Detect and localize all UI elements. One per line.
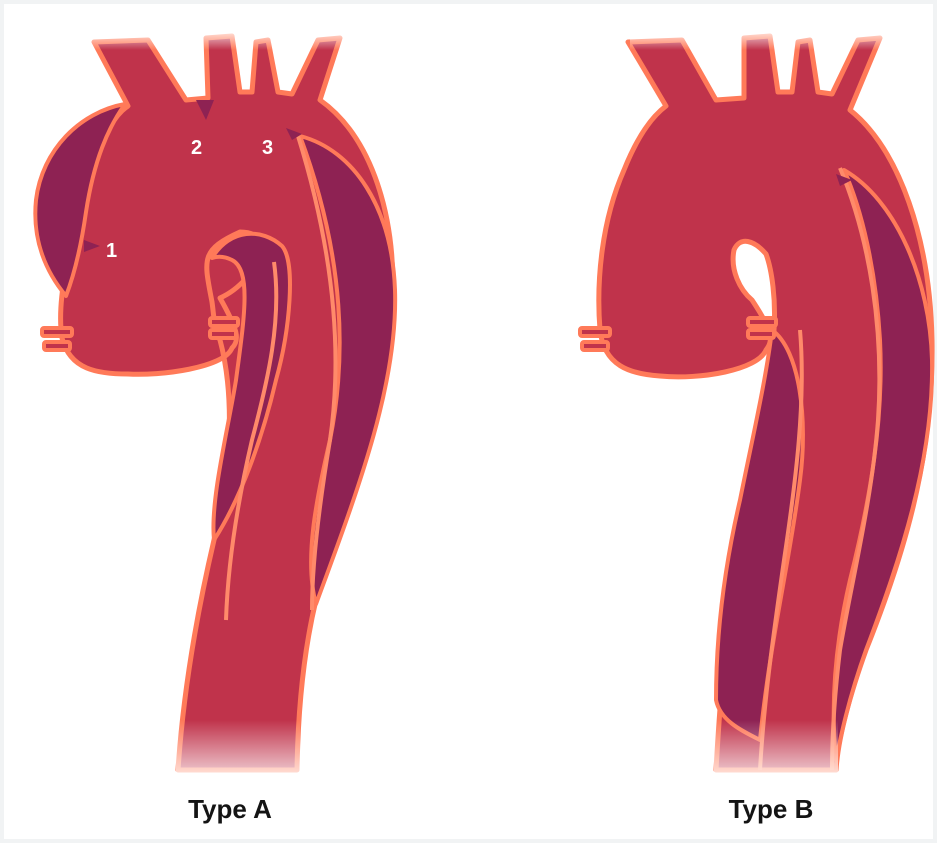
type-a-caption: Type A [130,794,330,825]
type-a-aorta [35,30,395,775]
type-b-caption: Type B [671,794,871,825]
marker-1: 1 [106,240,117,262]
type-b-aorta [580,30,932,775]
marker-2: 2 [191,137,202,159]
marker-3: 3 [262,137,273,159]
